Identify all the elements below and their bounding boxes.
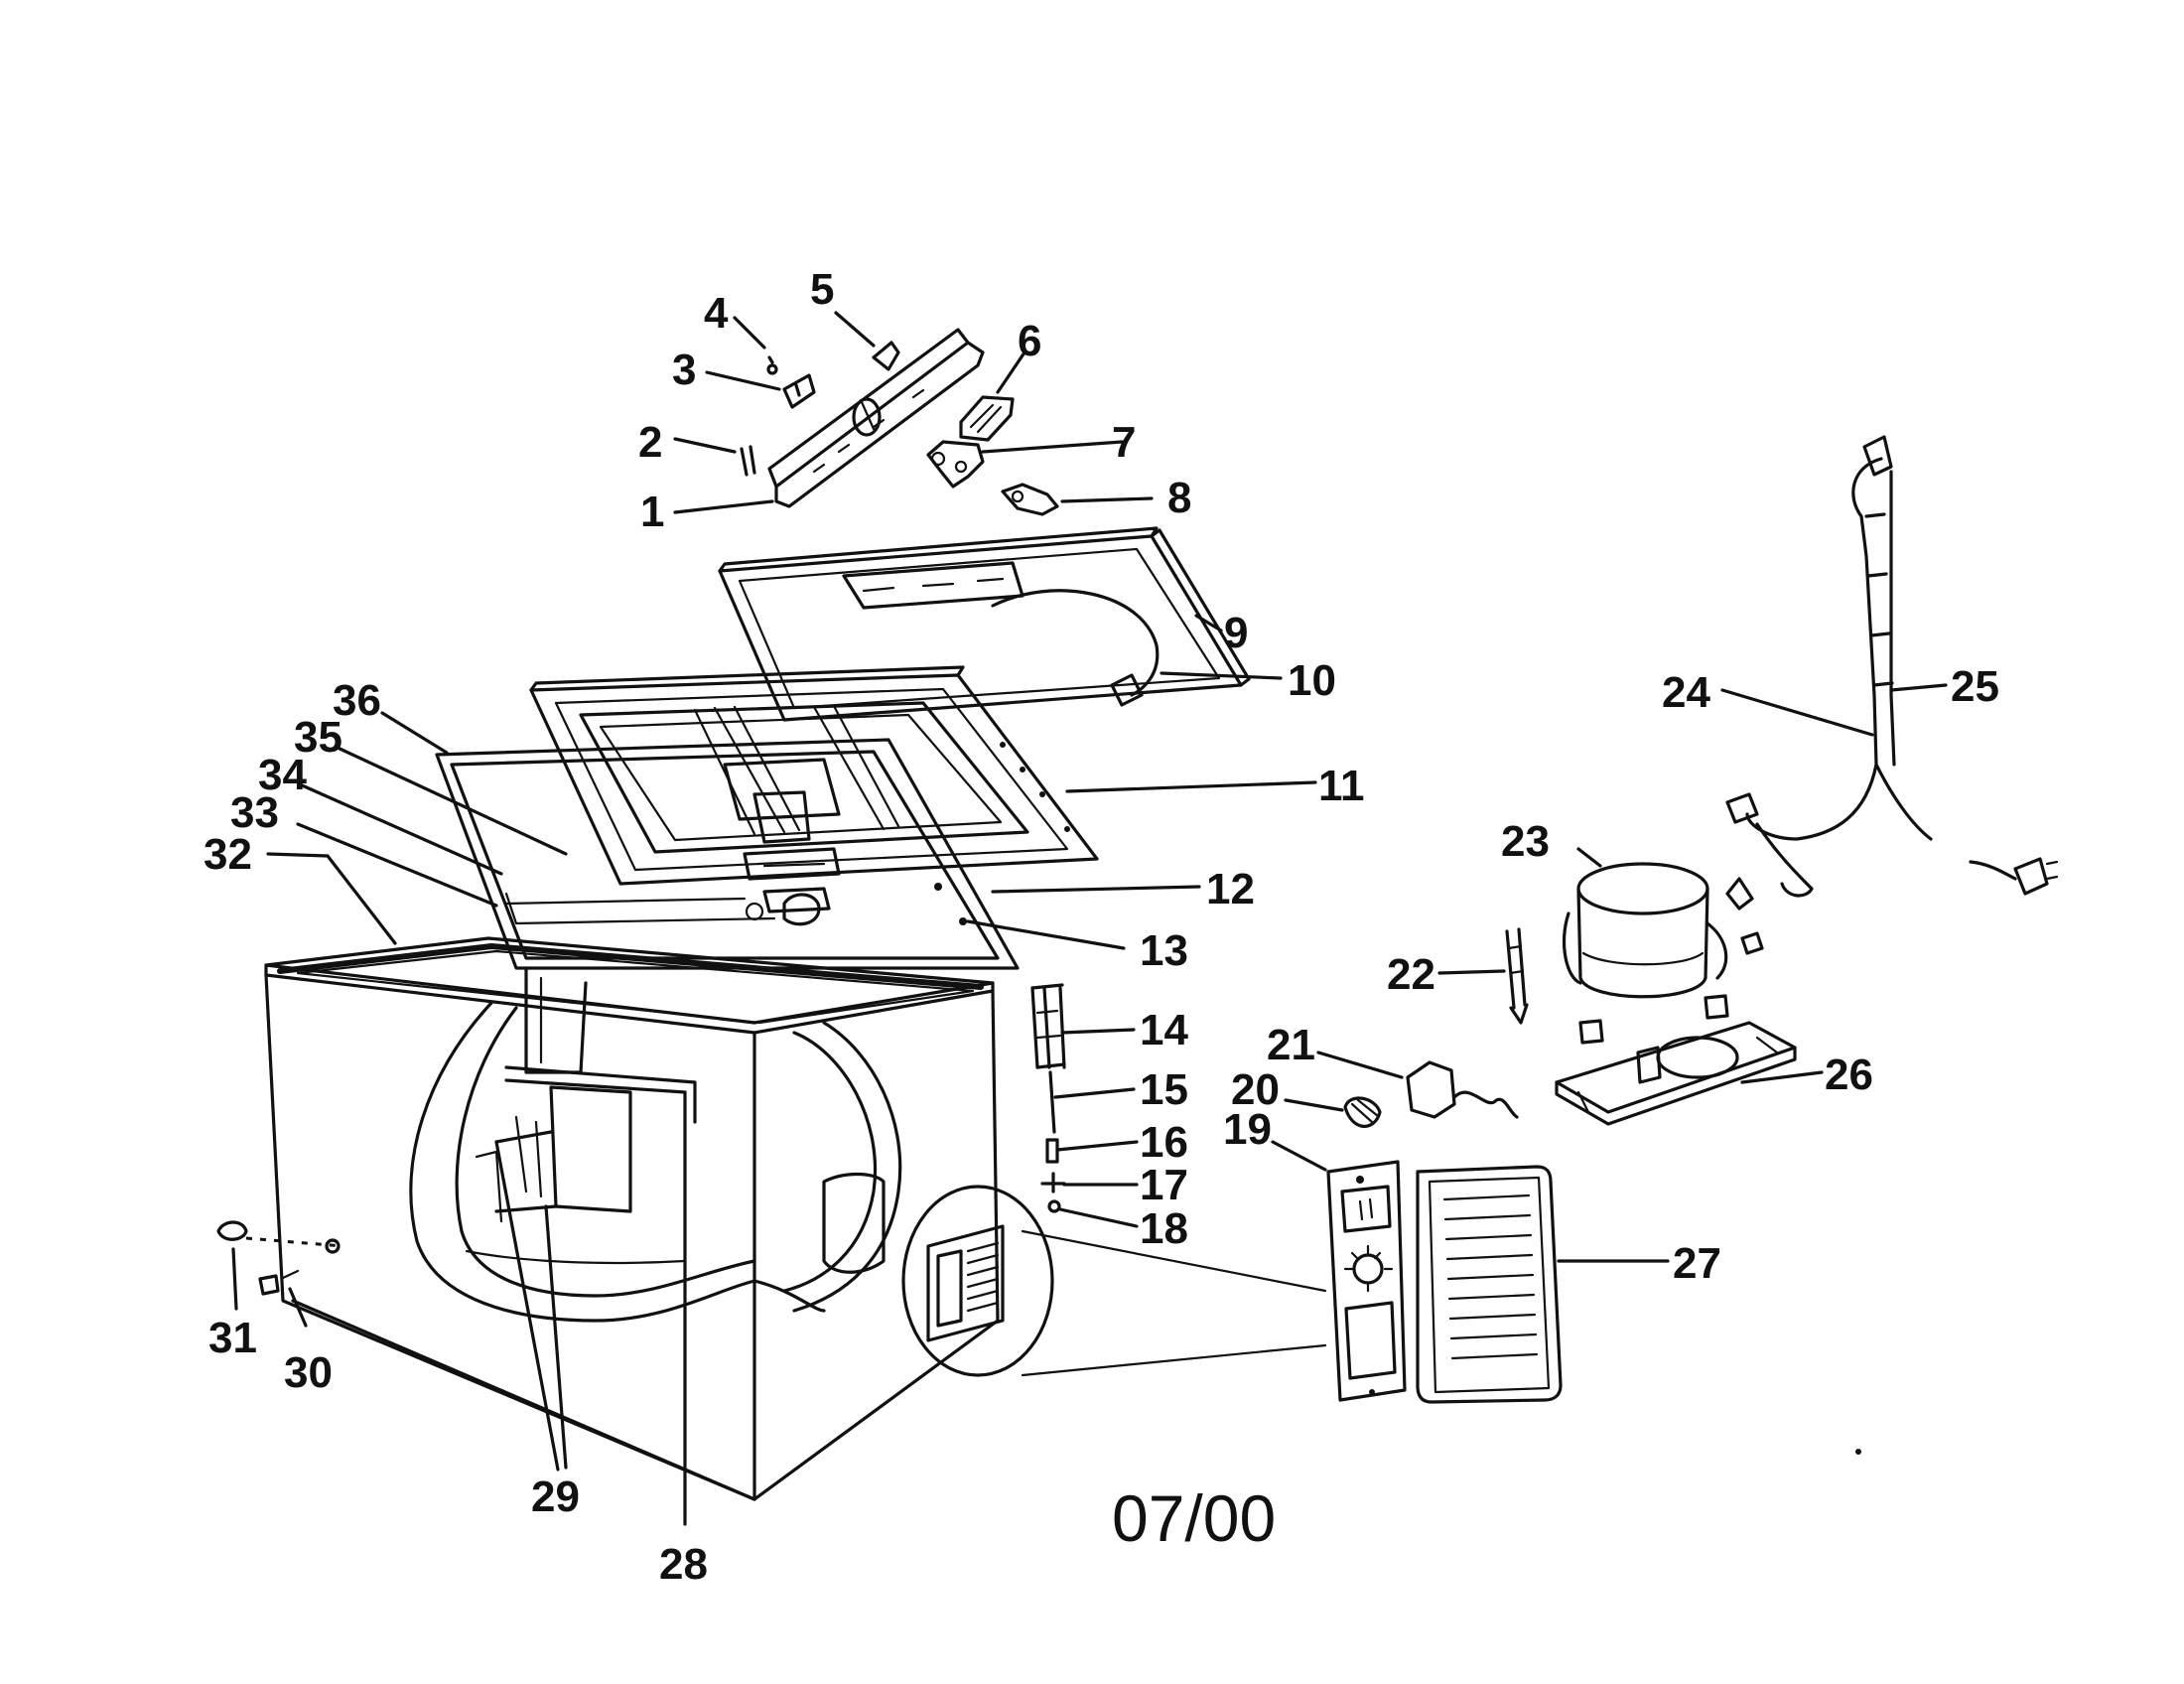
lid-gasket	[435, 738, 1020, 970]
freezer-cabinet	[216, 936, 1327, 1501]
part-label-9: 9	[1224, 609, 1248, 657]
part-label-16: 16	[1140, 1118, 1188, 1167]
part-label-25: 25	[1951, 662, 1999, 711]
control-panel-detail	[1326, 1160, 1563, 1404]
part-label-14: 14	[1140, 1006, 1188, 1054]
part-label-8: 8	[1167, 474, 1191, 522]
part-labels: 1 2 3 4 5 6 7 8 9 10 11 12 13 14 15 16 1…	[204, 265, 1999, 1589]
part-label-20: 20	[1231, 1065, 1280, 1114]
lid-liner	[529, 665, 1099, 886]
part-label-10: 10	[1288, 656, 1336, 705]
part-label-6: 6	[1018, 317, 1041, 365]
part-label-7: 7	[1112, 418, 1136, 467]
part-label-35: 35	[294, 713, 342, 762]
part-label-32: 32	[204, 830, 252, 879]
part-label-11: 11	[1318, 762, 1365, 810]
part-label-18: 18	[1140, 1204, 1188, 1253]
part-label-5: 5	[810, 265, 834, 314]
lid-outer-panel	[718, 526, 1251, 722]
part-label-4: 4	[704, 289, 729, 338]
handle-assembly	[740, 328, 1059, 516]
part-label-36: 36	[333, 676, 381, 725]
part-label-19: 19	[1223, 1105, 1272, 1154]
part-label-34: 34	[258, 751, 307, 799]
part-label-26: 26	[1825, 1051, 1873, 1099]
part-label-31: 31	[208, 1314, 257, 1362]
part-label-33: 33	[230, 788, 279, 837]
electrical-parts	[1343, 927, 1529, 1128]
part-label-1: 1	[640, 488, 664, 536]
date-code: 07/00	[1112, 1481, 1276, 1555]
part-label-3: 3	[672, 346, 696, 394]
part-label-27: 27	[1673, 1239, 1721, 1288]
power-cord	[1725, 435, 2059, 898]
part-label-22: 22	[1387, 950, 1435, 999]
part-label-13: 13	[1140, 926, 1188, 975]
stray-dot	[1855, 1449, 1861, 1455]
part-label-12: 12	[1206, 865, 1255, 913]
part-label-28: 28	[659, 1540, 708, 1589]
part-label-23: 23	[1501, 817, 1550, 866]
part-label-17: 17	[1140, 1161, 1188, 1209]
part-label-24: 24	[1662, 668, 1710, 717]
part-label-29: 29	[531, 1473, 580, 1521]
part-label-15: 15	[1140, 1065, 1188, 1114]
part-label-30: 30	[284, 1348, 333, 1397]
hinge-parts	[1030, 983, 1066, 1213]
compressor-assembly	[1555, 862, 1797, 1126]
leader-lines	[231, 311, 1948, 1526]
part-label-21: 21	[1267, 1021, 1315, 1069]
part-label-2: 2	[638, 418, 662, 467]
